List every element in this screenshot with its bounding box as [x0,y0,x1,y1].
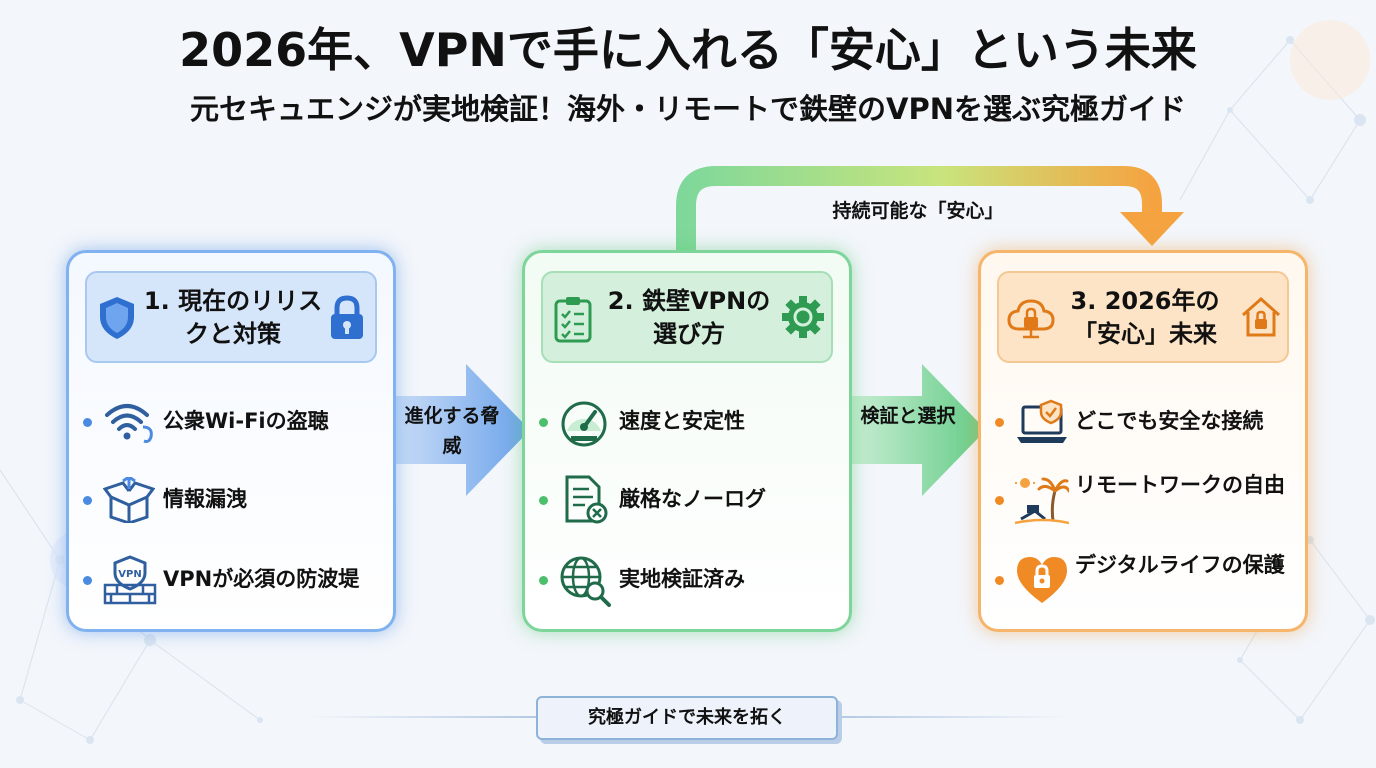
open-box-icon [103,477,155,523]
bullet [539,418,548,427]
arrow-1-label: 進化する脅威 [404,405,500,457]
item-text: 実地検証済み [619,567,745,591]
beach-remote-icon [1015,475,1069,525]
item-text: デジタルライフの保護 [1075,553,1285,577]
shield-icon [100,297,134,339]
checklist-icon [554,297,592,343]
arrow-2-label: 検証と選択 [860,405,956,427]
heart-lock-icon [1017,557,1067,603]
item-text: 厳格なノーログ [619,487,766,511]
deco-line-left [310,716,536,718]
bullet [83,496,92,505]
arrow-1 [396,364,530,496]
arrow-2 [852,364,986,496]
item-text: リモートワークの自由 [1075,473,1285,497]
bullet [83,418,92,427]
panel-choosing-heading: 2. 鉄壁VPNの選び方 [607,287,771,348]
vpn-firewall-icon: VPN [103,555,157,605]
panel-choosing: 2. 鉄壁VPNの選び方 速度と安定性 [522,250,852,632]
laptop-shield-icon [1017,399,1067,443]
panel-risks-heading: 1. 現在のリリスクと対策 [143,287,323,348]
speedometer-icon [561,401,607,447]
wifi-ear-icon [105,404,153,443]
page-title: 2026年、VPNで手に入れる「安心」という未来 [179,23,1197,77]
item-text: VPNが必須の防波堤 [163,567,360,591]
house-lock-icon [1242,296,1280,337]
item-text: 情報漏洩 [163,487,247,511]
bullet [539,496,548,505]
globe-search-icon [560,556,611,607]
guide-button[interactable]: 究極ガイドで未来を拓く [536,696,838,740]
cloud-lock-icon [1007,299,1055,339]
bullet [539,576,548,585]
bullet [995,418,1004,427]
panel-choosing-header: 2. 鉄壁VPNの選び方 [541,271,833,363]
deco-line-right [840,716,1066,718]
bullet [995,576,1004,585]
item-text: 速度と安定性 [619,409,745,433]
panel-future-header: 3. 2026年の「安心」未来 [997,271,1289,363]
panel-future: 3. 2026年の「安心」未来 どこでも安全な接続 リモートワーク [978,250,1308,632]
document-x-icon [565,475,608,524]
gear-icon [782,296,824,338]
panel-future-heading: 3. 2026年の「安心」未来 [1070,287,1220,348]
panel-risks: 1. 現在のリリスクと対策 公衆Wi-Fiの盗聴 情報漏洩 [66,250,396,632]
item-text: 公衆Wi-Fiの盗聴 [163,409,329,433]
page-subtitle: 元セキュエンジが実地検証！海外・リモートで鉄壁のVPNを選ぶ究極ガイド [190,92,1186,126]
item-text: どこでも安全な接続 [1075,409,1264,433]
lock-icon [331,295,363,339]
svg-text:VPN: VPN [118,569,141,580]
panel-risks-header: 1. 現在のリリスクと対策 [85,271,377,363]
top-arrow-label: 持続可能な「安心」 [832,200,1004,222]
bullet [995,496,1004,505]
bullet [83,576,92,585]
